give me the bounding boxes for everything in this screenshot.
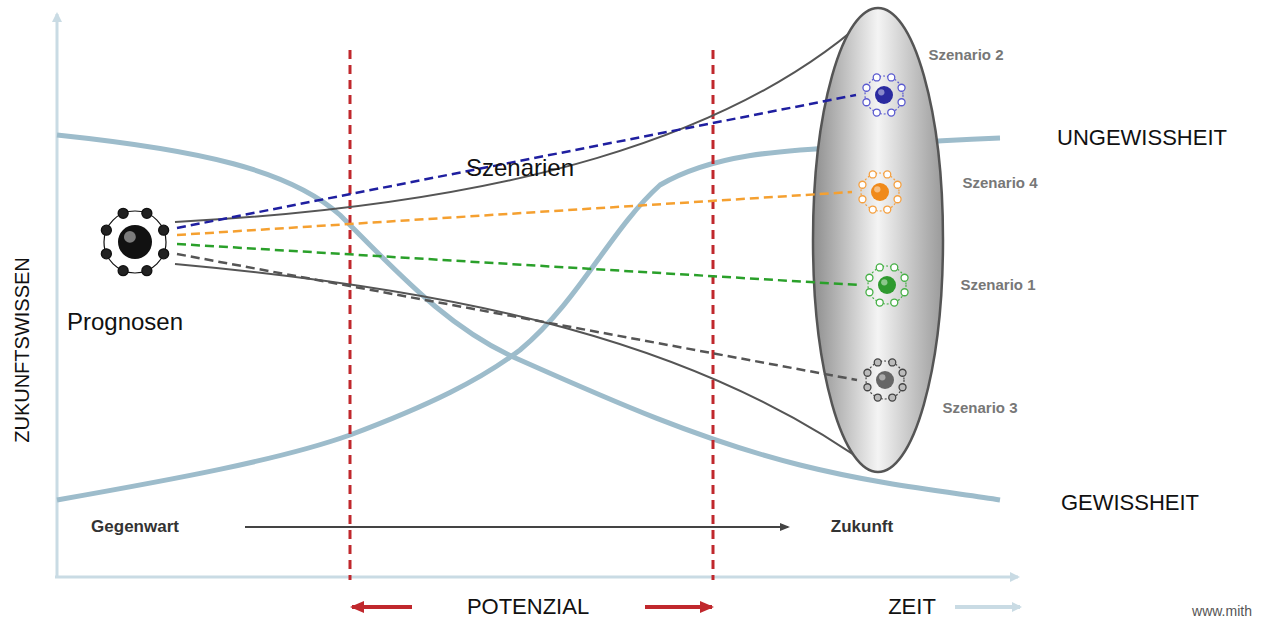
cluster-dot xyxy=(901,274,908,281)
potential-boundary xyxy=(349,50,352,580)
cluster-dot xyxy=(159,225,169,235)
cluster-highlight xyxy=(124,231,136,243)
cluster-dot xyxy=(859,196,866,203)
cluster-core xyxy=(875,86,893,104)
potential-boundary xyxy=(712,50,715,580)
cluster-dot xyxy=(899,384,906,391)
time-label: Gegenwart xyxy=(91,517,179,537)
curve-label: GEWISSHEIT xyxy=(1061,490,1199,515)
cluster-dot xyxy=(898,99,905,106)
cluster-dot xyxy=(894,181,901,188)
cluster-core xyxy=(878,276,896,294)
cluster-ring xyxy=(861,173,899,211)
cluster-dot xyxy=(889,394,896,401)
curve-label: UNGEWISSHEIT xyxy=(1057,125,1227,150)
scenario-cluster: Szenario 2 xyxy=(856,67,912,123)
cluster-dot xyxy=(142,208,152,218)
scenario-label: Szenario 2 xyxy=(928,46,1003,63)
cluster-ring xyxy=(865,76,903,114)
cluster-dot xyxy=(101,249,111,259)
future-ellipse xyxy=(813,8,943,472)
potential-arrow xyxy=(352,605,412,609)
cluster-dot xyxy=(159,249,169,259)
cluster-dot xyxy=(894,196,901,203)
funnel-line xyxy=(175,264,878,472)
cluster-core xyxy=(871,183,889,201)
scenario-path xyxy=(177,192,852,235)
cluster-dot xyxy=(142,266,152,276)
cluster-dot xyxy=(891,299,898,306)
time-axis-arrow xyxy=(955,605,1020,609)
cluster-symbol xyxy=(857,352,913,408)
cluster-dot xyxy=(889,359,896,366)
scenario-cluster: Szenario 1 xyxy=(859,257,915,313)
cluster-dot xyxy=(866,289,873,296)
cluster-ring xyxy=(866,361,904,399)
cluster-dot xyxy=(874,359,881,366)
forecast-cluster: Prognosen xyxy=(93,200,177,284)
scenario-path xyxy=(177,95,856,228)
cluster-symbol xyxy=(852,164,908,220)
cluster-symbol xyxy=(93,200,177,284)
potential-arrow xyxy=(645,605,712,609)
cluster-core xyxy=(876,371,894,389)
cluster-dot xyxy=(101,225,111,235)
scenario-label: Szenario 3 xyxy=(942,399,1017,416)
cluster-dot xyxy=(884,171,891,178)
region-label: Szenarien xyxy=(466,154,574,182)
cluster-dot xyxy=(884,206,891,213)
cluster-symbol xyxy=(859,257,915,313)
cluster-dot xyxy=(898,84,905,91)
cluster-highlight xyxy=(878,89,884,95)
cluster-dot xyxy=(864,384,871,391)
axis-title: ZUKUNFTSWISSEN xyxy=(11,257,34,443)
cluster-dot xyxy=(888,74,895,81)
x-axis xyxy=(55,576,1018,579)
cluster-highlight xyxy=(881,279,887,285)
scenario-path xyxy=(177,254,857,380)
cluster-dot xyxy=(859,181,866,188)
cluster-dot xyxy=(863,99,870,106)
axis-title: ZEIT xyxy=(888,594,936,619)
cluster-dot xyxy=(888,109,895,116)
cluster-dot xyxy=(873,74,880,81)
funnel-line xyxy=(175,8,878,222)
cluster-symbol xyxy=(856,67,912,123)
node-label: Prognosen xyxy=(67,308,183,336)
time-label: Zukunft xyxy=(831,517,893,537)
cluster-ring xyxy=(868,266,906,304)
cluster-dot xyxy=(899,369,906,376)
scenario-label: Szenario 1 xyxy=(960,276,1035,293)
potential-label: POTENZIAL xyxy=(467,594,589,619)
cluster-dot xyxy=(118,266,128,276)
cluster-core xyxy=(118,225,152,259)
y-axis xyxy=(56,14,59,578)
scenario-cluster: Szenario 3 xyxy=(857,352,913,408)
cluster-highlight xyxy=(874,186,880,192)
cluster-ring xyxy=(104,211,166,273)
watermark: www.mith xyxy=(1192,603,1252,619)
scenario-path xyxy=(177,244,859,285)
cluster-dot xyxy=(863,84,870,91)
cluster-dot xyxy=(869,206,876,213)
cluster-dot xyxy=(864,369,871,376)
scenario-cluster: Szenario 4 xyxy=(852,164,908,220)
cluster-dot xyxy=(901,289,908,296)
time-arrow xyxy=(245,526,788,528)
cluster-dot xyxy=(874,394,881,401)
cluster-dot xyxy=(876,264,883,271)
scenario-label: Szenario 4 xyxy=(962,174,1037,191)
cluster-highlight xyxy=(879,374,885,380)
cluster-dot xyxy=(869,171,876,178)
cluster-dot xyxy=(873,109,880,116)
cluster-dot xyxy=(866,274,873,281)
cluster-dot xyxy=(891,264,898,271)
cluster-dot xyxy=(876,299,883,306)
cluster-dot xyxy=(118,208,128,218)
